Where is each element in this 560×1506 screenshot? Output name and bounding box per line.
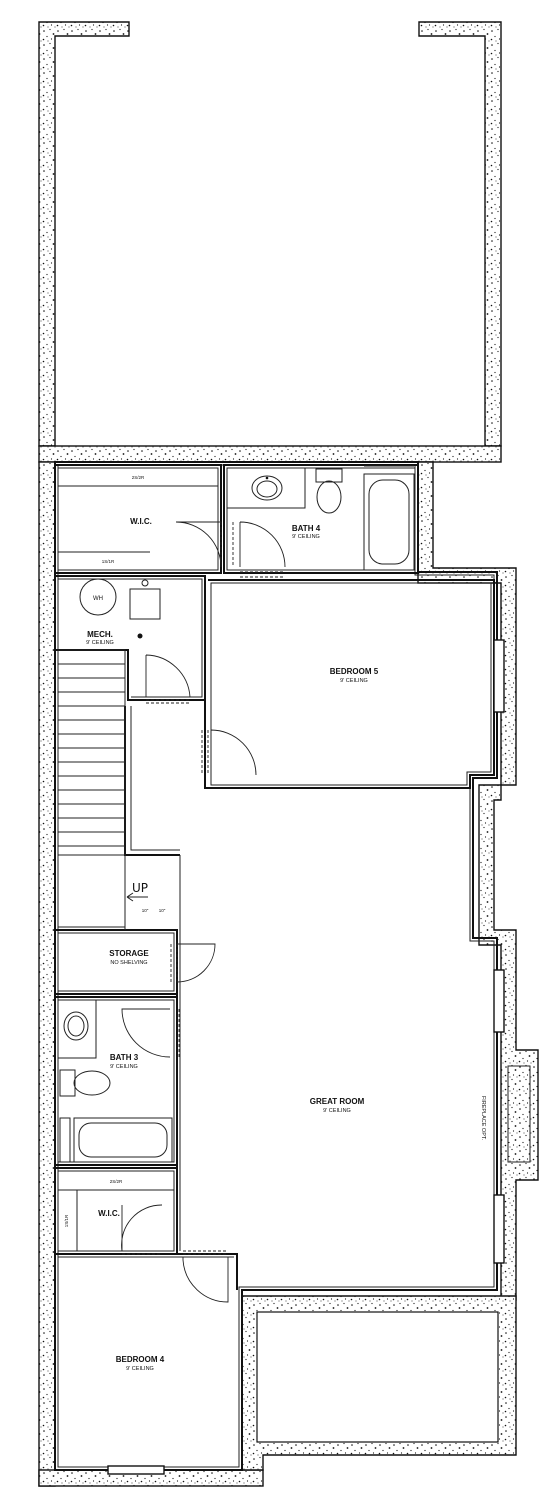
bedroom5-label: BEDROOM 5 [330,667,379,676]
wic-bottom-shelf-side: 1S/1R [64,1214,69,1227]
wic-top-label: W.I.C. [130,517,152,526]
wic-top-shelf-bottom: 1S/1R [102,559,115,564]
bedroom4-label: BEDROOM 4 [116,1355,165,1364]
staircase: UP 10" 10" [57,649,166,930]
doors [107,521,505,1475]
fireplace-option-label: FIREPLACE OPT. [480,1096,486,1141]
foundation-walls [38,21,539,1487]
wic-bottom-shelf-top: 2S/2R [110,1179,123,1184]
room-labels: W.I.C. 2S/2R 1S/1R BATH 4 9' CEILING MEC… [64,475,486,1372]
storage-note: NO SHELVING [110,960,147,966]
water-heater-label: WH [93,596,103,602]
bath3-label: BATH 3 [110,1053,139,1062]
bedroom5-ceiling: 9' CEILING [340,678,368,684]
bath4-label: BATH 4 [292,524,321,533]
fixtures: WH [57,465,531,1251]
bedroom4-ceiling: 9' CEILING [126,1366,154,1372]
mech-ceiling: 9' CEILING [86,640,114,646]
stair-dim-left: 10" [142,908,149,913]
bath4-ceiling: 9' CEILING [292,534,320,540]
great-room-ceiling: 9' CEILING [323,1108,351,1114]
wic-bottom-label: W.I.C. [98,1209,120,1218]
stair-up-label: UP [132,881,148,895]
bath3-ceiling: 9' CEILING [110,1064,138,1070]
stair-dim-right: 10" [159,908,166,913]
great-room-label: GREAT ROOM [310,1097,365,1106]
mech-label: MECH. [87,630,113,639]
wic-top-shelf-top: 2S/2R [132,475,145,480]
stair-treads [58,663,125,847]
storage-label: STORAGE [109,949,149,958]
